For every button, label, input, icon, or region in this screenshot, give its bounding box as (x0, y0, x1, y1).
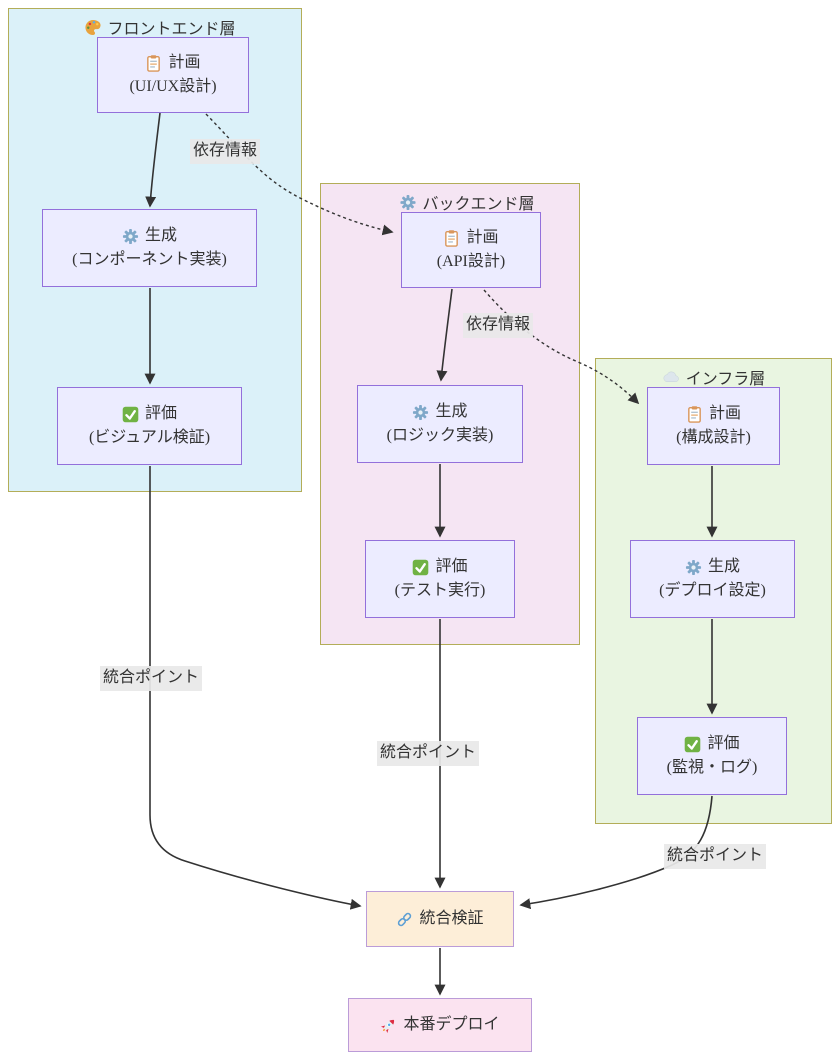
edge-backend-plan-to-generate (436, 288, 453, 382)
check-icon (412, 559, 429, 576)
node-backend-generate: 生成 (ロジック実装) (357, 385, 523, 463)
node-subtitle: (ビジュアル検証) (88, 429, 211, 446)
rocket-icon (380, 1017, 397, 1034)
check-icon (684, 736, 701, 753)
node-backend-plan: 計画 (API設計) (401, 212, 541, 288)
gear-icon (412, 404, 429, 421)
link-icon (396, 911, 413, 928)
node-backend-evaluate: 評価 (テスト実行) (365, 540, 515, 618)
node-title: 評価 (435, 558, 468, 575)
node-frontend-generate: 生成 (コンポーネント実装) (42, 209, 257, 287)
node-subtitle: (API設計) (436, 253, 506, 270)
gear-icon (122, 228, 139, 245)
node-integration-check: 統合検証 (366, 891, 514, 947)
cluster-backend-title: バックエンド層 (399, 190, 535, 214)
clipboard-icon (686, 406, 703, 423)
node-subtitle: (構成設計) (676, 429, 751, 446)
node-frontend-plan: 計画 (UI/UX設計) (97, 37, 249, 113)
edge-frontend-plan-to-backend-plan-dotted (205, 113, 394, 236)
node-title: 統合検証 (419, 910, 484, 927)
node-subtitle: (ロジック実装) (386, 427, 494, 444)
node-title: 生成 (144, 227, 177, 244)
edge-label-dependency-backend: 依存情報 (463, 313, 534, 338)
cluster-infra-title: インフラ層 (663, 365, 766, 389)
node-frontend-evaluate: 評価 (ビジュアル検証) (57, 387, 242, 465)
node-title: 生成 (435, 403, 468, 420)
node-subtitle: (UI/UX設計) (129, 78, 217, 95)
cluster-frontend-title: フロントエンド層 (84, 15, 236, 39)
node-title: 計画 (466, 229, 499, 246)
cluster-title-label: インフラ層 (685, 371, 766, 388)
node-subtitle: (デプロイ設定) (659, 582, 766, 599)
gear-icon (685, 559, 702, 576)
clipboard-icon (443, 230, 460, 247)
node-title: 評価 (144, 405, 177, 422)
clipboard-icon (145, 55, 162, 72)
edge-frontend-plan-to-generate (145, 112, 161, 208)
node-title: 評価 (707, 735, 740, 752)
node-subtitle: (コンポーネント実装) (72, 251, 227, 268)
node-subtitle: (テスト実行) (394, 582, 486, 599)
node-infra-evaluate: 評価 (監視・ログ) (637, 717, 787, 795)
node-production-deploy: 本番デプロイ (348, 998, 532, 1052)
cluster-title-label: バックエンド層 (422, 196, 535, 213)
edge-label-dependency-frontend: 依存情報 (190, 139, 261, 164)
node-title: 計画 (168, 54, 201, 71)
node-subtitle: (監視・ログ) (666, 759, 758, 776)
node-title: 計画 (708, 405, 741, 422)
cluster-title-label: フロントエンド層 (107, 21, 236, 38)
node-infra-plan: 計画 (構成設計) (647, 387, 780, 465)
node-title: 生成 (707, 558, 740, 575)
edge-label-integration-frontend: 統合ポイント (100, 666, 203, 691)
edge-label-integration-backend: 統合ポイント (377, 741, 480, 766)
edge-frontend-evaluate-to-integration (149, 466, 362, 910)
edge-label-integration-infra: 統合ポイント (664, 844, 767, 869)
node-infra-generate: 生成 (デプロイ設定) (630, 540, 795, 618)
check-icon (122, 406, 139, 423)
node-title: 本番デプロイ (403, 1016, 500, 1033)
